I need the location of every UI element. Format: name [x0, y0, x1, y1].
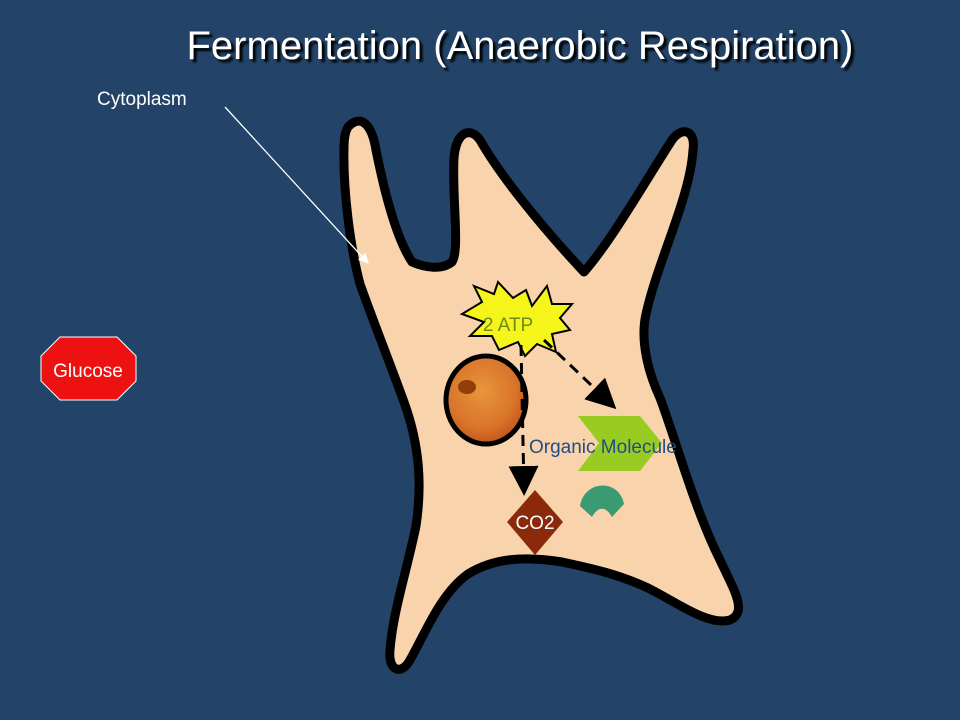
co2-diamond: [507, 490, 563, 555]
atp-label: 2 ATP: [483, 315, 533, 336]
organic-molecule-shape: [578, 416, 662, 471]
organic-molecule-label: Organic Molecule: [529, 437, 677, 458]
arrow-atp-to-organic: [542, 338, 617, 410]
enzyme-shape: [580, 485, 624, 517]
arrow-atp-to-co2: [508, 344, 539, 496]
cytoplasm-label: Cytoplasm: [97, 89, 187, 110]
co2-label: CO2: [515, 513, 554, 534]
slide-title: Fermentation (Anaerobic Respiration): [186, 24, 854, 68]
nucleolus: [458, 380, 476, 394]
atp-burst: [459, 280, 575, 358]
glucose-octagon: [40, 336, 137, 401]
cytoplasm-pointer: [224, 106, 369, 264]
glucose-label: Glucose: [53, 361, 123, 382]
cell-body: [339, 116, 743, 674]
nucleus: [443, 353, 529, 447]
